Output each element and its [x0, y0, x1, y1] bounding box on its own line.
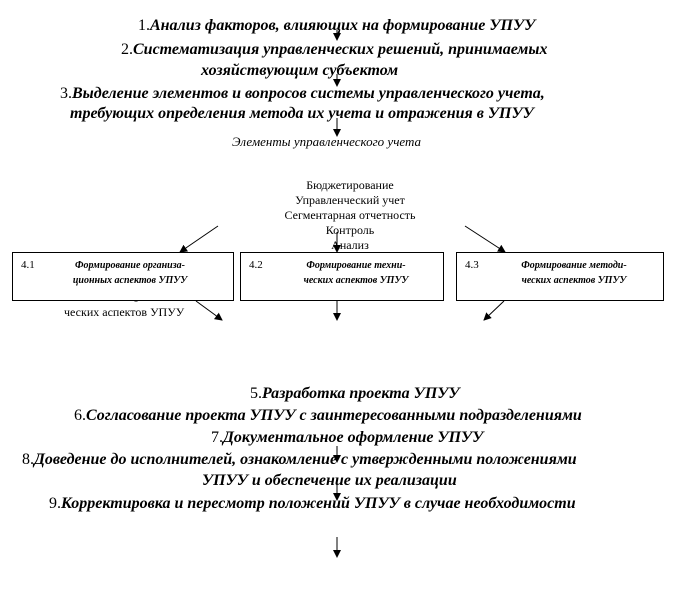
step-5: 5.Разработка проекта УПУУ [250, 385, 460, 402]
box-number: 4.3 [465, 259, 479, 271]
arrow-from-box-4-3 [483, 300, 505, 321]
elements-item: Бюджетирование [306, 178, 394, 192]
step-9: 9.Корректировка и пересмотр положений УП… [49, 495, 576, 512]
elements-item: Управленческий учет [295, 193, 405, 207]
elements-item: Контроль [325, 223, 375, 237]
arrow-to-box-4-1 [179, 225, 219, 253]
step-6: 6.Согласование проекта УПУУ с заинтересо… [74, 407, 582, 424]
box-text: Формирование методи- ческих аспектов УПУ… [521, 260, 627, 286]
arrow-to-box-4-3 [464, 225, 506, 253]
step-3-continued: требующих определения метода их учета и … [70, 105, 534, 122]
step-8-continued: УПУУ и обеспечение их реализации [202, 472, 457, 489]
elements-list: Бюджетирование Управленческий учет Сегме… [250, 178, 450, 254]
box-text: Формирование техни- ческих аспектов УПУУ [303, 260, 409, 286]
step-2-continued: хозяйствующим субъектом [201, 62, 399, 79]
step-7: 7.Документальное оформление УПУУ [211, 429, 484, 446]
elements-caption: Элементы управленческого учета [232, 134, 422, 149]
box-4-1-overflow-text: ческих аспектов УПУУ [64, 305, 185, 319]
step-8: 8.Доведение до исполнителей, ознакомлени… [22, 451, 577, 468]
elements-item: Сегментарная отчетность [284, 208, 416, 222]
step-1: 1.Анализ факторов, влияющих на формирова… [138, 17, 536, 34]
arrow-from-box-4-1 [195, 300, 223, 321]
step-2: 2.Систематизация управленческих решений,… [121, 41, 548, 58]
box-4-1-overflow-dash: - [134, 293, 138, 307]
box-number: 4.1 [21, 259, 35, 271]
box-text: Формирование организа- ционных аспектов … [72, 260, 188, 286]
box-4-2: 4.2 Формирование техни- ческих аспектов … [240, 252, 444, 301]
elements-item: Анализ [331, 238, 369, 252]
step-3: 3.Выделение элементов и вопросов системы… [60, 85, 545, 102]
box-4-3: 4.3 Формирование методи- ческих аспектов… [456, 252, 664, 301]
box-4-1: 4.1 Формирование организа- ционных аспек… [12, 252, 234, 301]
box-number: 4.2 [249, 259, 263, 271]
